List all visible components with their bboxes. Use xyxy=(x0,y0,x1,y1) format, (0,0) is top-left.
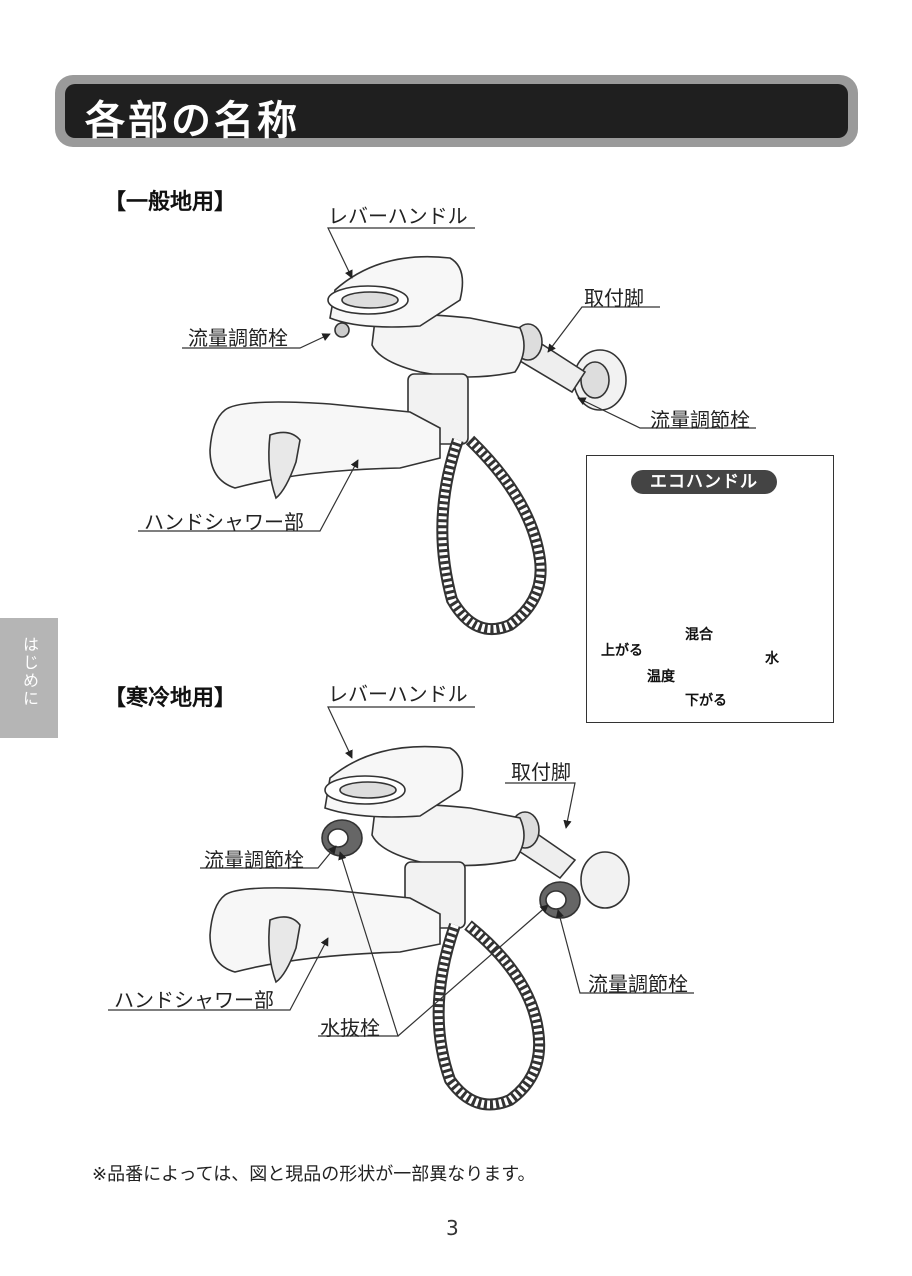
cold-lever-handle-label: レバーハンドル xyxy=(328,682,468,706)
general-heading: 【一般地用】 xyxy=(104,190,237,215)
eco-handle-title: エコハンドル xyxy=(631,470,777,494)
side-tab[interactable]: はじめに xyxy=(0,618,58,738)
eco-hot-label: 湯 xyxy=(645,583,659,599)
cold-hand-shower-label: ハンドシャワー部 xyxy=(114,988,274,1012)
general-lever-handle-label: レバーハンドル xyxy=(328,204,468,228)
general-flow-valve-right-label: 流量調節栓 xyxy=(650,408,750,432)
general-mount-leg-label: 取付脚 xyxy=(584,286,644,310)
cold-flow-valve-right-label: 流量調節栓 xyxy=(588,972,688,996)
eco-temperature-label: 温度 xyxy=(647,669,675,685)
eco-handle-panel: エコハンドル 湯 混合 水 上がる 温度 下がる xyxy=(586,455,834,723)
cold-drain-plug-label: 水抜栓 xyxy=(320,1016,380,1040)
cold-flow-valve-left-label: 流量調節栓 xyxy=(204,848,304,872)
eco-mix-label: 混合 xyxy=(685,627,713,643)
cold-heading: 【寒冷地用】 xyxy=(104,686,237,711)
general-flow-valve-left-label: 流量調節栓 xyxy=(188,326,288,350)
cold-faucet-drawing xyxy=(209,745,630,1111)
footnote: ※品番によっては、図と現品の形状が一部異なります。 xyxy=(92,1164,536,1185)
general-faucet-drawing xyxy=(209,255,627,635)
page-title: 各部の名称 xyxy=(85,98,300,144)
general-hand-shower-label: ハンドシャワー部 xyxy=(144,510,304,534)
title-inner: 各部の名称 xyxy=(65,84,848,144)
eco-cold-label: 水 xyxy=(765,651,779,667)
title-bar: 各部の名称 xyxy=(55,75,858,147)
side-tab-label: はじめに xyxy=(20,636,39,708)
page-number: 3 xyxy=(446,1216,459,1240)
eco-up-label: 上がる xyxy=(601,643,643,659)
eco-down-label: 下がる xyxy=(685,693,727,709)
cold-mount-leg-label: 取付脚 xyxy=(511,760,571,784)
